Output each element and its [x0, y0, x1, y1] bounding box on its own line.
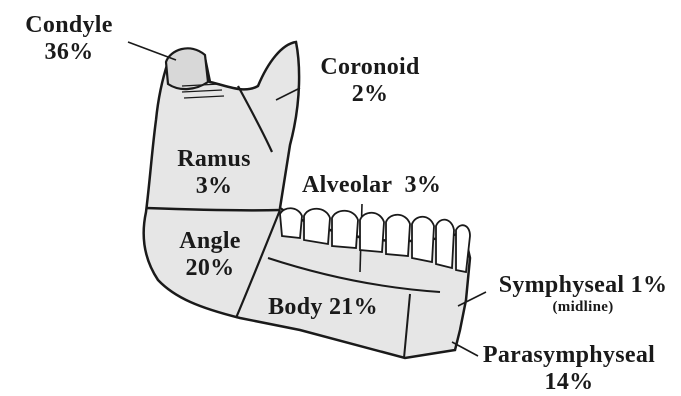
body-label: Body 21% — [258, 294, 388, 321]
angle-pct: 20% — [160, 255, 260, 282]
angle-label: Angle 20% — [160, 228, 260, 282]
ramus-name: Ramus — [164, 146, 264, 173]
coronoid-pct: 2% — [300, 81, 440, 108]
parasymphyseal-name: Parasymphyseal — [474, 342, 664, 369]
symphyseal-label: Symphyseal 1% (midline) — [488, 272, 678, 316]
condyle-name: Condyle — [4, 12, 134, 39]
parasymphyseal-pct: 14% — [474, 369, 664, 396]
alveolar-label: Alveolar 3% — [302, 172, 482, 199]
coronoid-name: Coronoid — [300, 54, 440, 81]
symphyseal-name: Symphyseal 1% — [488, 272, 678, 299]
condyle-head — [166, 48, 208, 89]
coronoid-label: Coronoid 2% — [300, 54, 440, 108]
ramus-pct: 3% — [164, 173, 264, 200]
condyle-label: Condyle 36% — [4, 12, 134, 66]
condyle-pct: 36% — [4, 39, 134, 66]
angle-name: Angle — [160, 228, 260, 255]
symphyseal-note: (midline) — [488, 299, 678, 316]
parasymphyseal-label: Parasymphyseal 14% — [474, 342, 664, 396]
ramus-label: Ramus 3% — [164, 146, 264, 200]
